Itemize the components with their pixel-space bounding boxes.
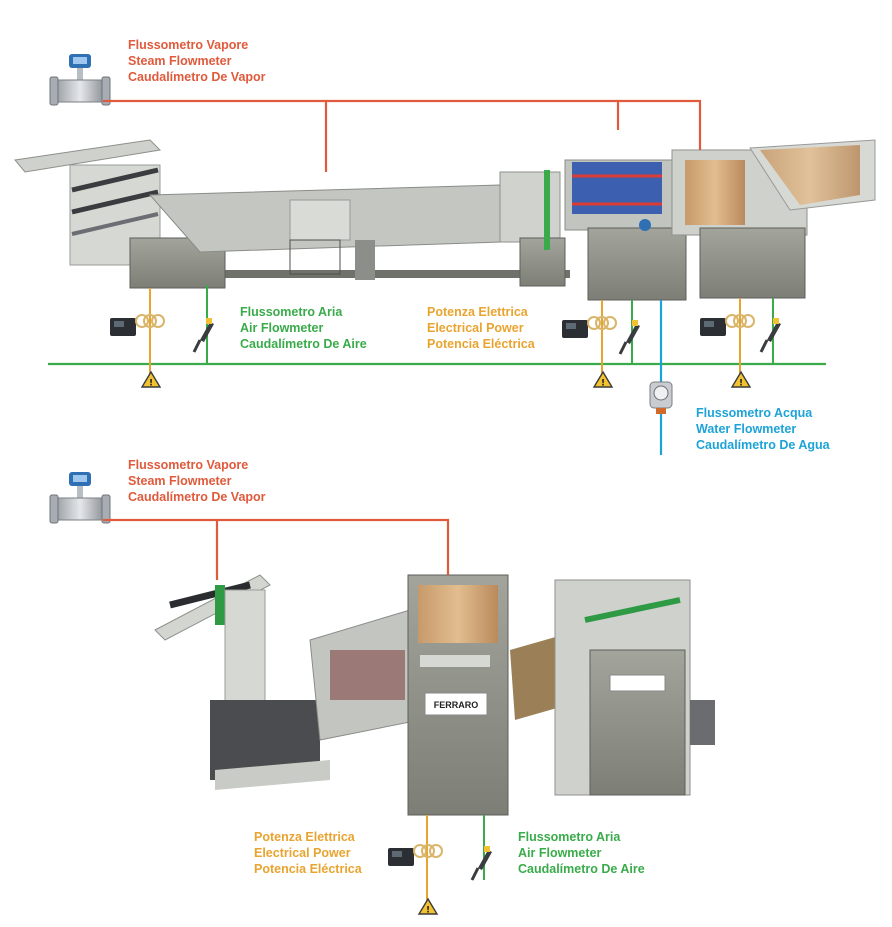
steam-flowmeter-icon [49,471,111,524]
label-es: Potencia Eléctrica [427,337,535,351]
label-en: Electrical Power [427,321,524,335]
label-es: Caudalímetro De Aire [240,337,367,351]
label-en: Air Flowmeter [518,846,602,860]
energy-meter-icon [109,314,165,337]
label-es: Caudalímetro De Agua [696,438,830,452]
top-power-label: Potenza Elettrica Electrical Power Poten… [427,304,535,352]
top-air-label: Flussometro Aria Air Flowmeter Caudalíme… [240,304,367,352]
energy-meter-icon [561,316,617,339]
label-es: Potencia Eléctrica [254,862,362,876]
bottom-air-label: Flussometro Aria Air Flowmeter Caudalíme… [518,829,645,877]
label-it: Potenza Elettrica [254,830,355,844]
air-sensor-icon [192,316,216,354]
energy-meter-icon [699,314,755,337]
top-water-label: Flussometro Acqua Water Flowmeter Caudal… [696,405,830,453]
label-en: Electrical Power [254,846,351,860]
label-es: Caudalímetro De Aire [518,862,645,876]
bottom-steam-label: Flussometro Vapore Steam Flowmeter Cauda… [128,457,266,505]
air-sensor-icon [618,318,642,356]
label-es: Caudalímetro De Vapor [128,70,266,84]
label-it: Flussometro Aria [240,305,343,319]
warning-icon [141,371,161,390]
brand-logo: FERRARO [434,700,479,710]
label-en: Steam Flowmeter [128,474,232,488]
label-en: Water Flowmeter [696,422,797,436]
label-it: Potenza Elettrica [427,305,528,319]
label-es: Caudalímetro De Vapor [128,490,266,504]
warning-icon [593,371,613,390]
warning-icon [418,898,438,917]
steam-flowmeter-icon [49,53,111,106]
top-machine-line [14,139,876,301]
air-sensor-icon [470,844,494,882]
top-steam-label: Flussometro Vapore Steam Flowmeter Cauda… [128,37,266,85]
air-sensor-icon [759,316,783,354]
bottom-machine-line: FERRARO [154,574,715,816]
label-it: Flussometro Acqua [696,406,813,420]
label-it: Flussometro Vapore [128,38,249,52]
label-it: Flussometro Aria [518,830,621,844]
label-en: Air Flowmeter [240,321,324,335]
energy-meter-icon [387,844,443,867]
label-it: Flussometro Vapore [128,458,249,472]
warning-icon [731,371,751,390]
water-flowmeter-icon [649,381,673,414]
bottom-power-label: Potenza Elettrica Electrical Power Poten… [254,829,362,877]
label-en: Steam Flowmeter [128,54,232,68]
